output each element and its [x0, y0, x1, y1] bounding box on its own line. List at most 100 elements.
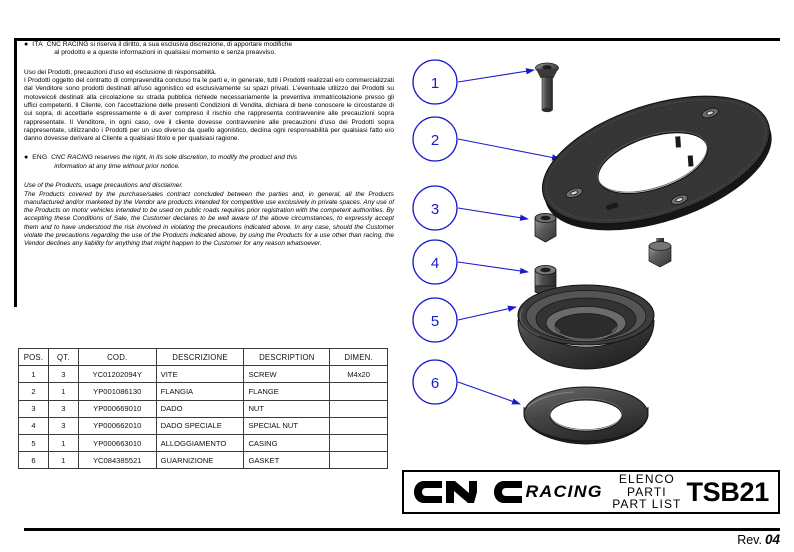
callout-number-6: 6: [431, 375, 439, 392]
cell-pos: 2: [18, 382, 49, 401]
english-disclaimer-body: The Products covered by the purchase/sal…: [24, 190, 394, 248]
exploded-assembly-drawing: 1 2 3 4 5: [398, 42, 790, 462]
table-row: 5 1 YP000663010 ALLOGGIAMENTO CASING: [18, 433, 388, 453]
cell-cod: YP001086130: [77, 382, 157, 401]
cell-cod: YP000663010: [77, 433, 157, 453]
cnc-racing-logo: RACING: [404, 480, 601, 504]
callout-balloon-4[interactable]: 4: [412, 239, 458, 285]
callout-balloon-2[interactable]: 2: [412, 116, 458, 162]
cell-dimen: [329, 382, 388, 401]
callout-leaders: [457, 68, 561, 405]
italian-disclaimer: Uso dei Prodotti, precauzioni d'uso ed e…: [24, 69, 394, 144]
italian-notice-line1: CNC RACING si riserva il diritto, a sua …: [46, 41, 293, 48]
legal-text-block: ● ITA CNC RACING si riserva il diritto, …: [14, 41, 394, 307]
callout-number-2: 2: [431, 132, 439, 149]
title-english: PART LIST: [612, 497, 682, 512]
header-pos: POS.: [18, 347, 49, 367]
cell-descrizione: FLANGIA: [155, 382, 245, 401]
english-lang-tag: ENG: [32, 154, 48, 162]
table-row: 4 3 YP000662010 DADO SPECIALE SPECIAL NU…: [18, 416, 388, 435]
revision-label: Rev.04: [737, 532, 780, 547]
table-row: 6 1 YC084385521 GUARNIZIONE GASKET: [18, 451, 388, 470]
cell-descrizione: DADO: [155, 399, 245, 418]
italian-lang-tag: ITA: [32, 41, 43, 48]
callout-balloons: 1 2 3 4 5: [412, 59, 458, 405]
cell-qt: 3: [47, 416, 79, 435]
callout-balloon-3[interactable]: 3: [412, 185, 458, 231]
callout-balloon-5[interactable]: 5: [412, 297, 458, 343]
callout-balloon-6[interactable]: 6: [412, 359, 458, 405]
callout-number-3: 3: [431, 201, 439, 218]
english-disclaimer-heading: Use of the Products, usage precautions a…: [24, 182, 184, 190]
callout-number-1: 1: [431, 75, 439, 92]
document-code: TSB21: [686, 476, 769, 507]
cell-dimen: [329, 399, 388, 418]
header-dimen: DIMEN.: [329, 347, 388, 367]
cell-description: NUT: [243, 399, 331, 418]
cell-descrizione: DADO SPECIALE: [155, 416, 245, 435]
revision-number: 04: [764, 532, 780, 547]
cell-pos: 1: [18, 365, 49, 384]
cell-dimen: [329, 433, 388, 453]
callout-number-5: 5: [431, 313, 439, 330]
table-row: 2 1 YP001086130 FLANGIA FLANGE: [18, 382, 388, 401]
bullet-icon: ●: [24, 154, 29, 162]
cell-descrizione: ALLOGGIAMENTO: [155, 433, 245, 453]
cell-description: FLANGE: [243, 382, 331, 401]
part-gasket: [523, 386, 649, 445]
title-italian: ELENCO PARTI: [618, 472, 675, 499]
italian-notice-line2: al prodotto e a queste informazioni in q…: [54, 49, 276, 57]
table-row: 3 3 YP000669010 DADO NUT: [18, 399, 388, 418]
title-block: RACING ELENCO PARTI PART LIST TSB21: [402, 470, 780, 514]
revision-text: Rev.: [737, 533, 762, 547]
header-cod: COD.: [77, 347, 157, 367]
parts-table-body: 1 3 YC01202094Y VITE SCREW M4x20 2 1 YP0…: [18, 365, 388, 470]
bullet-icon: ●: [24, 41, 29, 48]
cell-qt: 1: [47, 382, 79, 401]
cell-qt: 1: [47, 433, 79, 453]
header-qt: QT.: [47, 347, 79, 367]
header-description: DESCRIPTION: [243, 347, 331, 367]
cell-pos: 3: [18, 399, 49, 418]
cell-qt: 3: [47, 365, 79, 384]
cell-description: SCREW: [243, 365, 331, 384]
callout-number-4: 4: [431, 255, 439, 272]
cell-pos: 6: [18, 451, 49, 470]
frame-top-rule: [14, 38, 780, 41]
part-casing: [517, 284, 655, 370]
part-nut: [534, 212, 557, 243]
callout-balloon-1[interactable]: 1: [412, 59, 458, 105]
assembly-svg: 1 2 3 4 5: [412, 59, 772, 445]
cell-dimen: [329, 416, 388, 435]
cell-cod: YC084385521: [77, 451, 157, 470]
italian-disclaimer-heading: Uso dei Prodotti, precauzioni d'uso ed e…: [24, 68, 217, 76]
sheet-title: ELENCO PARTI PART LIST: [601, 473, 686, 511]
english-disclaimer: Use of the Products, usage precautions a…: [24, 182, 394, 248]
cnc-wordmark-icon: [414, 481, 522, 503]
cell-description: GASKET: [243, 451, 331, 470]
table-header-row: POS. QT. COD. DESCRIZIONE DESCRIPTION DI…: [18, 347, 388, 367]
racing-wordmark: RACING: [525, 482, 603, 501]
cell-descrizione: GUARNIZIONE: [155, 451, 245, 470]
cell-descrizione: VITE: [155, 365, 245, 384]
header-descrizione: DESCRIZIONE: [155, 347, 245, 367]
english-notice: ● ENG CNC RACING reserves the right, in …: [24, 154, 394, 171]
frame-bottom-rule: [24, 528, 780, 531]
cell-dimen: M4x20: [329, 365, 388, 384]
table-row: 1 3 YC01202094Y VITE SCREW M4x20: [18, 365, 388, 384]
english-notice-line1: CNC RACING reserves the right, in its so…: [51, 154, 298, 162]
legal-left-rule: [14, 41, 17, 307]
cell-dimen: [329, 451, 388, 470]
italian-notice: ● ITA CNC RACING si riserva il diritto, …: [24, 41, 394, 58]
cell-description: SPECIAL NUT: [243, 416, 331, 435]
cell-pos: 5: [18, 433, 49, 453]
cell-cod: YP000669010: [77, 399, 157, 418]
part-screw: [535, 62, 559, 113]
cell-qt: 1: [47, 451, 79, 470]
cell-description: CASING: [243, 433, 331, 453]
cell-cod: YP000662010: [77, 416, 157, 435]
flange-hardware: [648, 238, 672, 268]
parts-table: POS. QT. COD. DESCRIZIONE DESCRIPTION DI…: [18, 347, 388, 470]
part-flange: [541, 95, 772, 268]
